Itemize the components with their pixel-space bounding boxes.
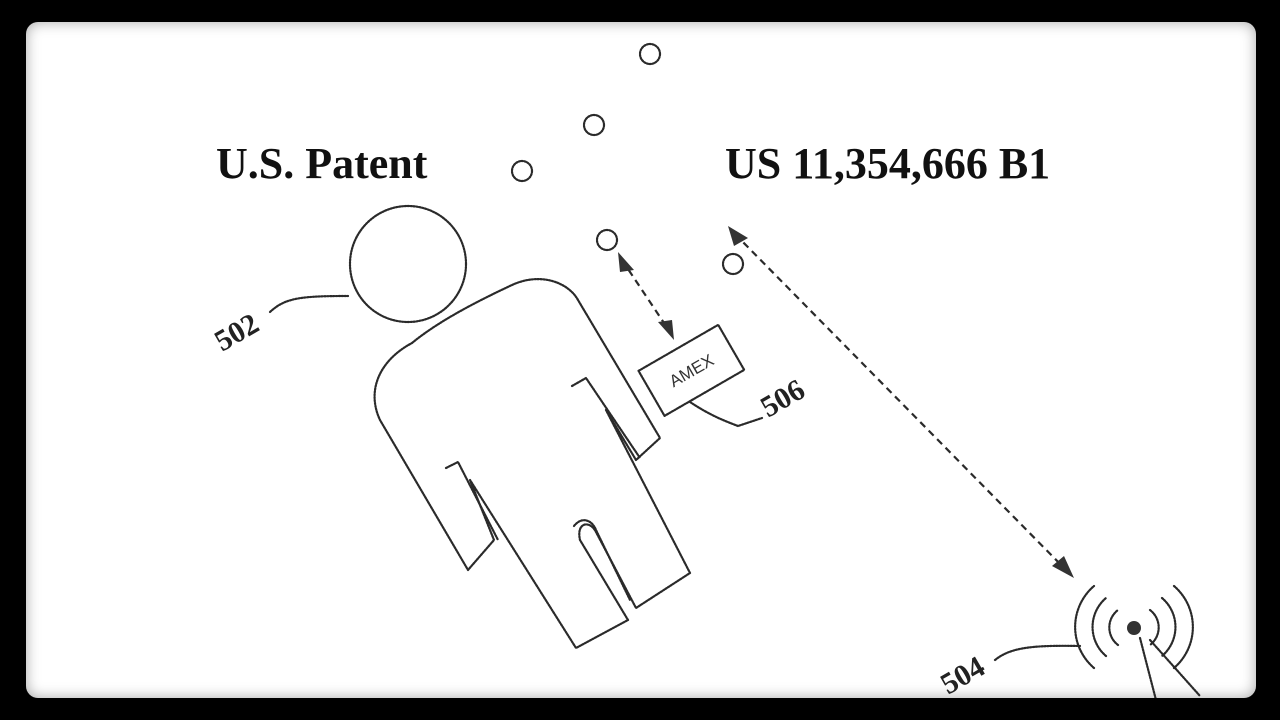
- patent-figure: AMEX: [209, 42, 1202, 698]
- patent-number: US 11,354,666 B1: [725, 139, 1051, 188]
- arrowhead-up: [618, 252, 634, 272]
- signal-wave: [1091, 596, 1108, 658]
- patent-drawing-sheet: U.S. Patent US 11,354,666 B1 AMEX: [26, 22, 1256, 698]
- signal-wave: [1172, 584, 1194, 670]
- reference-label-504: 504: [935, 650, 990, 698]
- arm-inner-line: [570, 376, 642, 460]
- signal-wave: [1108, 608, 1120, 647]
- card-text: AMEX: [666, 351, 717, 392]
- bubble: [510, 159, 534, 183]
- arrowhead-down: [658, 320, 674, 340]
- reference-label-502: 502: [209, 307, 264, 358]
- signal-bubbles: [510, 42, 745, 276]
- reference-label-506: 506: [755, 373, 810, 424]
- bubble: [582, 113, 606, 137]
- beacon-stand: [1138, 636, 1157, 698]
- patent-header-label: U.S. Patent: [216, 139, 428, 188]
- leg-divider-line: [572, 519, 632, 602]
- arm-inner-line: [444, 460, 500, 542]
- leader-line-502: [268, 294, 350, 314]
- arrowhead-up: [728, 226, 748, 246]
- card-link-arrow: [621, 259, 671, 333]
- beacon-stand: [1148, 638, 1202, 698]
- signal-wave: [1160, 596, 1177, 658]
- bubble: [638, 42, 662, 66]
- card-outline: [637, 323, 746, 417]
- person-body: [373, 278, 692, 650]
- signal-wave: [1148, 608, 1160, 647]
- signal-wave: [1074, 584, 1096, 670]
- arrowhead-down: [1052, 556, 1074, 578]
- person-head: [348, 204, 468, 324]
- beacon-center: [1127, 621, 1141, 635]
- leader-line-504: [993, 644, 1082, 662]
- bubble: [721, 252, 745, 276]
- beacon-icon: [1074, 584, 1202, 698]
- leader-line-506: [688, 400, 764, 428]
- bubble: [595, 228, 619, 252]
